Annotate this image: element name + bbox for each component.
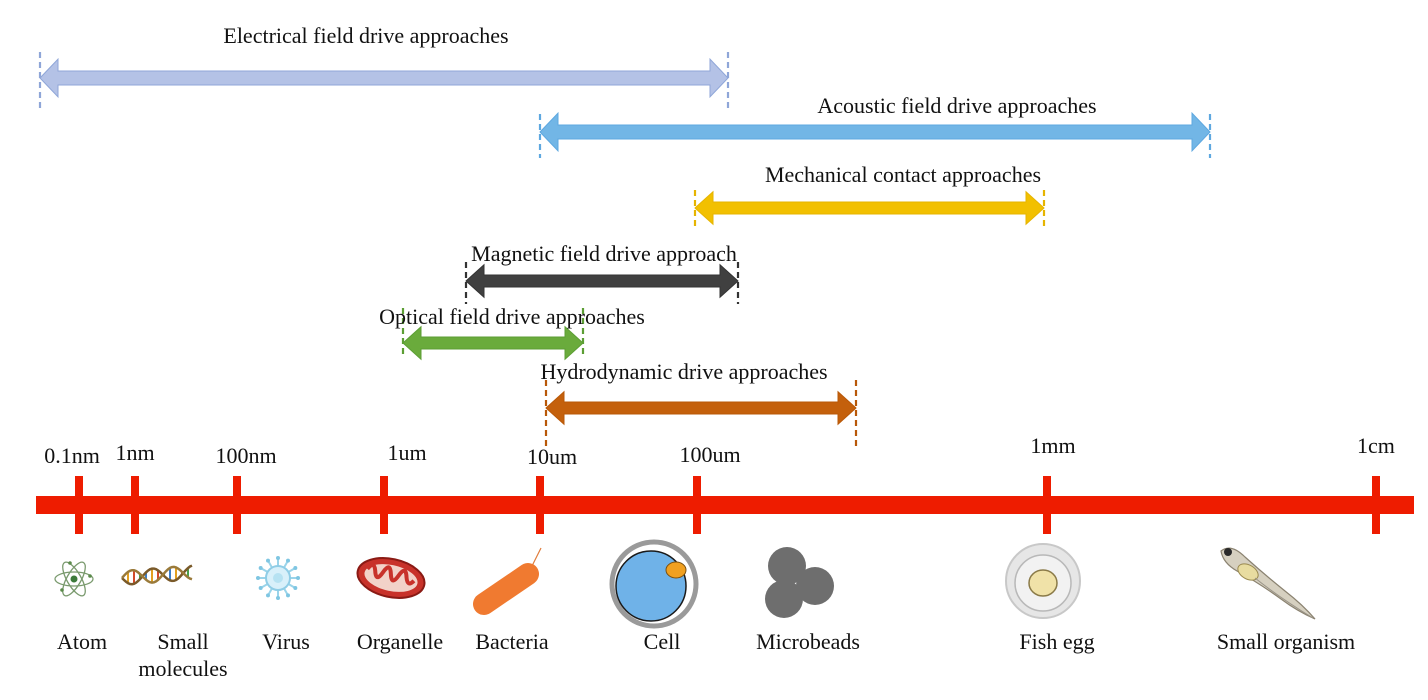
scale-tick xyxy=(1043,476,1051,534)
scale-tick xyxy=(233,476,241,534)
approach-hydrodynamic: Hydrodynamic drive approaches xyxy=(540,359,858,446)
object-label-cell: Cell xyxy=(644,629,681,654)
double-arrow-magnetic xyxy=(465,263,739,299)
zebrafish-larva-icon xyxy=(1220,547,1316,620)
scale-tick-label: 100nm xyxy=(215,443,276,468)
scale-tick-label: 1nm xyxy=(115,440,154,465)
approach-electrical: Electrical field drive approaches xyxy=(38,23,730,108)
approach-label-mechanical: Mechanical contact approaches xyxy=(765,162,1041,187)
double-arrow-optical xyxy=(402,325,584,361)
approach-label-optical: Optical field drive approaches xyxy=(379,304,645,329)
atom-icon xyxy=(54,561,94,597)
object-label-virus: Virus xyxy=(262,629,310,654)
scale-tick-label: 0.1nm xyxy=(44,443,100,468)
double-arrow-acoustic xyxy=(539,111,1211,153)
scale-tick xyxy=(75,476,83,534)
bacterium-icon xyxy=(473,547,542,615)
double-arrow-electrical xyxy=(39,57,729,99)
object-label-microbeads: Microbeads xyxy=(756,629,860,654)
scale-tick xyxy=(536,476,544,534)
approach-mechanical: Mechanical contact approaches xyxy=(693,162,1046,226)
scale-tick-label: 10um xyxy=(527,444,577,469)
approach-label-magnetic: Magnetic field drive approach xyxy=(471,241,737,266)
microbeads-icon xyxy=(765,547,834,618)
approach-label-electrical: Electrical field drive approaches xyxy=(223,23,508,48)
cell-icon xyxy=(609,539,699,629)
approach-label-acoustic: Acoustic field drive approaches xyxy=(817,93,1096,118)
double-arrow-mechanical xyxy=(694,190,1045,226)
approach-label-hydrodynamic: Hydrodynamic drive approaches xyxy=(540,359,827,384)
mitochondrion-icon xyxy=(356,557,426,599)
dna-icon xyxy=(121,564,193,586)
fish-egg-icon xyxy=(1005,543,1081,619)
size-scale-axis: 0.1nm 1nm 100nm 1um 10um 100um 1mm 1cm xyxy=(36,433,1414,534)
scale-tick xyxy=(131,476,139,534)
object-icons xyxy=(54,539,1316,629)
scale-tick xyxy=(380,476,388,534)
object-label-bacteria: Bacteria xyxy=(475,629,549,654)
object-label-small-organism: Small organism xyxy=(1217,629,1355,654)
scale-tick xyxy=(1372,476,1380,534)
scale-tick-label: 1cm xyxy=(1357,433,1395,458)
scale-tick-label: 100um xyxy=(679,442,740,467)
scale-tick-label: 1mm xyxy=(1030,433,1075,458)
object-label-fish-egg: Fish egg xyxy=(1019,629,1094,654)
approach-acoustic: Acoustic field drive approaches xyxy=(538,93,1212,158)
scale-tick xyxy=(693,476,701,534)
object-label-atom: Atom xyxy=(57,629,107,654)
approach-magnetic: Magnetic field drive approach xyxy=(464,241,740,304)
approach-arrows: Electrical field drive approachesAcousti… xyxy=(38,23,1212,446)
double-arrow-hydrodynamic xyxy=(545,390,857,426)
object-label-organelle: Organelle xyxy=(357,629,443,654)
approach-optical: Optical field drive approaches xyxy=(379,304,645,361)
scale-tick-label: 1um xyxy=(387,440,426,465)
virus-icon xyxy=(256,556,300,600)
scale-bar xyxy=(36,496,1414,514)
